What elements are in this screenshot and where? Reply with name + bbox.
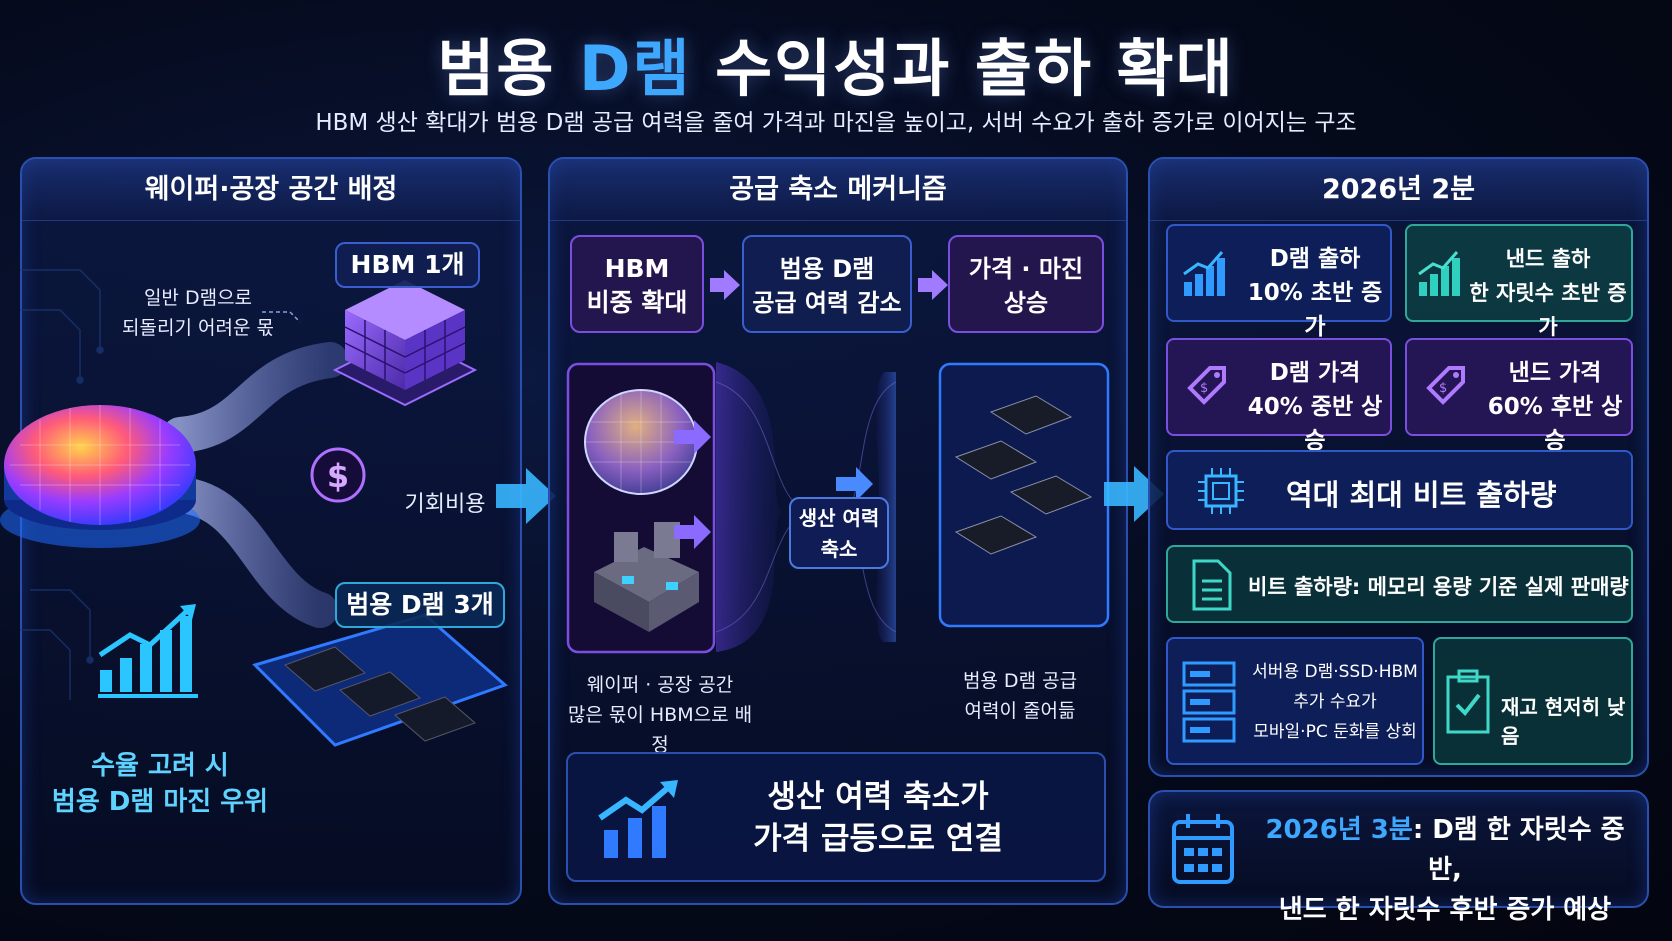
- server-icon: [1182, 661, 1236, 743]
- chip-icon: [1198, 468, 1244, 514]
- price-tag-icon: $: [1187, 366, 1226, 405]
- svg-text:$: $: [327, 457, 349, 495]
- svg-text:$: $: [1439, 381, 1447, 396]
- definition-text: 비트 출하량: 메모리 용량 기준 실제 판매량: [1248, 575, 1629, 599]
- panel-heading: 공급 축소 메커니즘: [550, 159, 1126, 221]
- page-title: 범용 D램 수익성과 출하 확대: [437, 32, 1235, 105]
- bar-chart-icon: [1183, 251, 1225, 296]
- page-subtitle: HBM 생산 확대가 범용 D램 공급 여력을 줄여 가격과 마진을 높이고, …: [315, 110, 1357, 136]
- calendar-icon: [1172, 814, 1234, 884]
- panel-heading: 웨이퍼·공장 공간 배정: [22, 159, 520, 221]
- wafer-flow-illustration: $: [0, 269, 508, 747]
- outlook-text: 2026년 3분: D램 한 자릿수 중반,낸드 한 자릿수 후반 증가 예상: [1265, 815, 1625, 925]
- record-shipment-text: 역대 최대 비트 출하량: [1286, 478, 1557, 512]
- supply-funnel-illustration: [566, 362, 1110, 654]
- definition-box: 비트 출하량: 메모리 용량 기준 실제 판매량: [1166, 545, 1633, 623]
- inventory-text: 재고 현저히 낮음: [1501, 695, 1626, 748]
- opportunity-cost-label: 기회비용: [404, 492, 486, 517]
- record-shipment-banner: 역대 최대 비트 출하량: [1166, 450, 1633, 530]
- outlook-panel: 2026년 3분: D램 한 자릿수 중반,낸드 한 자릿수 후반 증가 예상: [1148, 790, 1649, 925]
- hbm-count-label: HBM 1개: [335, 242, 480, 288]
- svg-text:$: $: [1200, 381, 1208, 396]
- arrow-right-icon: [710, 270, 740, 300]
- document-icon: [1192, 559, 1232, 611]
- price-tag-icon: $: [1426, 366, 1465, 405]
- inventory-box: 재고 현저히 낮음: [1433, 637, 1633, 765]
- bar-chart-icon: [1418, 251, 1460, 296]
- flow-arrow-icon: [496, 468, 556, 524]
- arrow-right-icon: [918, 270, 948, 300]
- dram-count-label: 범용 D램 3개: [335, 582, 505, 628]
- growth-chart-icon: [598, 780, 678, 858]
- clipboard-check-icon: [1446, 669, 1490, 734]
- panel-heading: 2026년 2분: [1150, 159, 1647, 221]
